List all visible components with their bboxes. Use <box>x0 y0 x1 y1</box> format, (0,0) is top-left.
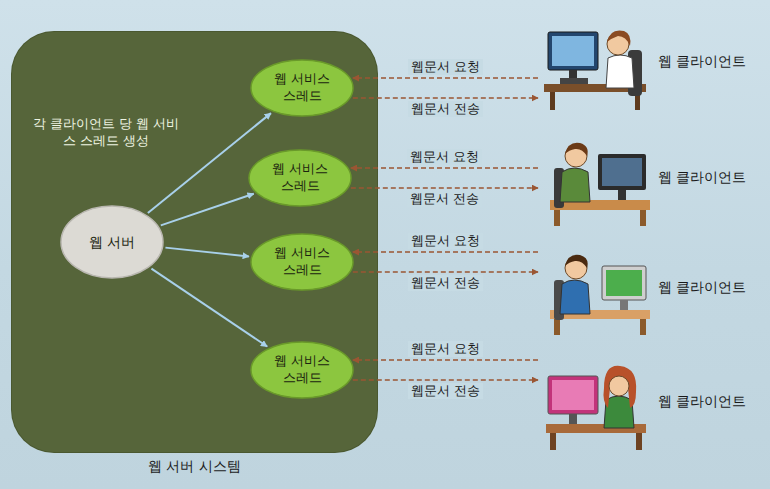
edge-label: 웹문서 전송 <box>407 191 482 207</box>
ellipse-shape <box>251 234 353 290</box>
edge-label: 웹문서 전송 <box>408 275 483 291</box>
dashed-arrow <box>353 97 538 99</box>
thread-ellipse: 웹 서비스 스레드 <box>250 59 354 117</box>
note-label: 각 클라이언트 당 웹 서비스 스레드 생성 <box>28 116 184 150</box>
edge-label: 웹문서 요청 <box>408 233 483 249</box>
thread-ellipse: 웹 서비스 스레드 <box>250 233 354 291</box>
thread-ellipse: 웹 서비스 스레드 <box>248 149 352 207</box>
edge-label: 웹문서 전송 <box>408 383 483 399</box>
client-illustration <box>546 366 646 450</box>
web-server-ellipse: 웹 서버 <box>60 205 164 279</box>
ellipse-shape <box>251 342 353 398</box>
client-label: 웹 클라이언트 <box>658 279 746 297</box>
dashed-arrow <box>353 251 538 253</box>
edge-label: 웹문서 요청 <box>408 341 483 357</box>
dashed-arrow <box>351 167 538 169</box>
dashed-arrow <box>353 359 538 361</box>
edge-label: 웹문서 요청 <box>408 59 483 75</box>
spawn-arrow <box>151 269 267 347</box>
client-box: 웹 클라이언트 <box>540 352 762 452</box>
dashed-arrow <box>353 271 538 273</box>
client-illustration <box>550 143 650 226</box>
spawn-arrow <box>165 248 248 257</box>
spawn-arrow <box>148 113 271 213</box>
client-label: 웹 클라이언트 <box>658 169 746 187</box>
ellipse-shape <box>251 60 353 116</box>
client-box: 웹 클라이언트 <box>540 12 762 112</box>
system-label: 웹 서버 시스템 <box>12 458 377 476</box>
dashed-arrow <box>353 379 538 381</box>
node-text: 웹 서비스 스레드 <box>269 353 335 387</box>
client-illustration <box>550 255 650 335</box>
client-label: 웹 클라이언트 <box>658 53 746 71</box>
client-box: 웹 클라이언트 <box>540 238 762 338</box>
client-box: 웹 클라이언트 <box>540 128 762 228</box>
edge-label: 웹문서 전송 <box>408 101 483 117</box>
spawn-arrow <box>161 194 254 226</box>
client-label: 웹 클라이언트 <box>658 393 746 411</box>
node-text: 웹 서비스 스레드 <box>267 161 333 195</box>
node-text: 웹 서버 <box>89 233 135 251</box>
ellipse-shape <box>61 206 163 278</box>
dashed-arrow <box>353 77 538 79</box>
thread-ellipse: 웹 서비스 스레드 <box>250 341 354 399</box>
node-text: 웹 서비스 스레드 <box>269 245 335 279</box>
node-text: 웹 서비스 스레드 <box>269 71 335 105</box>
ellipse-shape <box>249 150 351 206</box>
edge-label: 웹문서 요청 <box>407 149 482 165</box>
system-boundary: 웹 서버 시스템웹 서버웹 서비스 스레드웹 서비스 스레드웹 서비스 스레드웹… <box>12 32 377 452</box>
dashed-arrow <box>351 187 538 189</box>
client-illustration <box>544 30 646 110</box>
